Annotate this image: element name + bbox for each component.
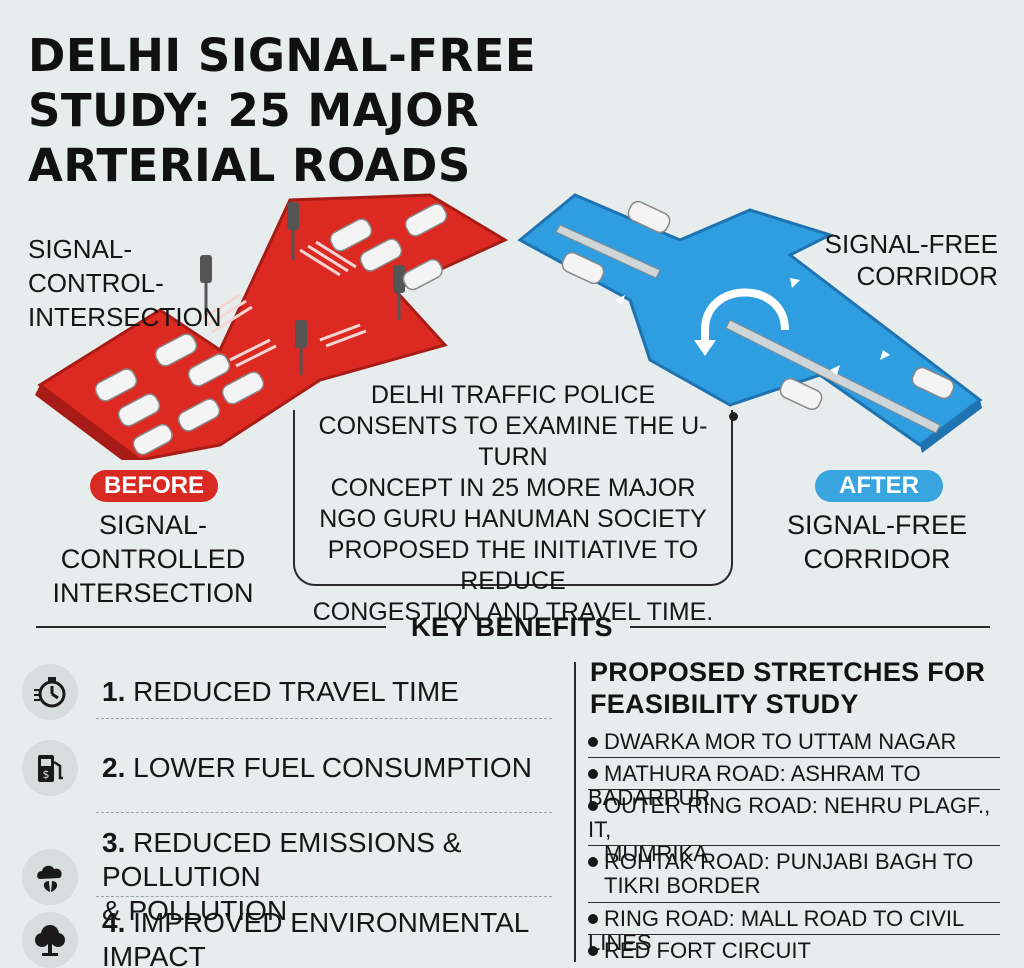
after-caption-line-1: SIGNAL-FREE <box>786 510 968 540</box>
callout-line-6: CONGESTION AND TRAVEL TIME. <box>312 598 714 626</box>
key-benefits-rule-left <box>36 626 386 628</box>
stretch-divider <box>588 757 1000 758</box>
stretch-label: OUTER RING ROAD: NEHRU PLAGF., IT, <box>588 793 991 842</box>
right-label-line-2: CORRIDOR <box>856 261 998 291</box>
traffic-light-icon <box>200 202 405 375</box>
stretch-label: ROHTAK ROAD: PUNJABI BAGH TO <box>604 849 974 874</box>
page-title: DELHI SIGNAL-FREE STUDY: 25 MAJOR ARTERI… <box>28 28 628 193</box>
signal-control-intersection-label: SIGNAL- CONTROL- INTERSECTION <box>28 232 222 334</box>
bullet-icon <box>588 914 598 924</box>
stretch-divider <box>588 845 1000 846</box>
bullet-icon <box>588 737 598 747</box>
benefit-label: LOWER FUEL CONSUMPTION <box>133 752 532 783</box>
callout-line-1: DELHI TRAFFIC POLICE <box>370 381 656 409</box>
bullet-icon <box>588 801 598 811</box>
stretches-heading-line-1: PROPOSED STRETCHES FOR <box>590 657 986 687</box>
benefit-text: 4. IMPROVED ENVIRONMENTAL IMPACT <box>102 906 554 968</box>
benefit-number: 4. <box>102 907 126 938</box>
benefit-number: 3. <box>102 827 126 858</box>
benefit-text: 1. REDUCED TRAVEL TIME <box>102 675 459 709</box>
key-benefits-heading: KEY BENEFITS <box>410 612 614 642</box>
callout-line-3: CONCEPT IN 25 MORE MAJOR <box>330 474 696 502</box>
before-caption-line-1: SIGNAL-CONTROLLED <box>60 510 246 574</box>
stretch-item: RED FORT CIRCUIT <box>588 939 1000 963</box>
stretch-label: RED FORT CIRCUIT <box>604 938 811 963</box>
stretch-label-continued: TIKRI BORDER <box>604 873 761 898</box>
callout-line-5: PROPOSED THE INITIATIVE TO REDUCE <box>327 536 699 595</box>
signal-free-corridor-label: SIGNAL-FREE CORRIDOR <box>825 228 998 292</box>
section-divider <box>574 662 576 962</box>
right-label-line-1: SIGNAL-FREE <box>824 229 998 259</box>
stretch-divider <box>588 789 1000 790</box>
left-label-line-2: CONTROL- <box>28 268 164 298</box>
title-line-2: STUDY: 25 MAJOR <box>28 84 480 137</box>
benefit-number: 1. <box>102 676 126 707</box>
benefit-item: 4. IMPROVED ENVIRONMENTAL IMPACT <box>22 906 554 968</box>
signal-free-corridor-illustration <box>517 193 983 453</box>
benefit-label: IMPROVED ENVIRONMENTAL IMPACT <box>102 907 529 968</box>
fuel-pump-icon: $ <box>22 740 78 796</box>
stopwatch-icon <box>22 664 78 720</box>
before-caption-line-2: INTERSECTION <box>52 578 254 608</box>
before-caption: SIGNAL-CONTROLLED INTERSECTION <box>18 508 288 610</box>
stretch-label: DWARKA MOR TO UTTAM NAGAR <box>604 729 957 754</box>
bullet-icon <box>588 857 598 867</box>
benefit-label: REDUCED EMISSIONS & POLLUTION <box>102 827 462 892</box>
benefit-divider <box>96 896 552 897</box>
callout-line-4: NGO GURU HANUMAN SOCIETY <box>319 505 707 533</box>
left-label-line-3: INTERSECTION <box>28 302 222 332</box>
benefit-item: $ 2. LOWER FUEL CONSUMPTION <box>22 740 554 796</box>
left-label-line-1: SIGNAL- <box>28 234 133 264</box>
stretch-divider <box>588 902 1000 903</box>
benefit-divider <box>96 812 552 813</box>
benefit-text: 2. LOWER FUEL CONSUMPTION <box>102 751 532 785</box>
benefit-label: REDUCED TRAVEL TIME <box>133 676 459 707</box>
benefit-item: 3. REDUCED EMISSIONS & POLLUTION& POLLUT… <box>22 826 554 928</box>
stretch-label: MATHURA ROAD: ASHRAM TO BADARPUR <box>588 761 921 810</box>
signal-controlled-intersection-illustration <box>35 193 509 460</box>
bullet-icon <box>588 769 598 779</box>
callout-dot <box>729 412 738 421</box>
benefit-text: 3. REDUCED EMISSIONS & POLLUTION& POLLUT… <box>102 826 554 928</box>
after-caption-line-2: CORRIDOR <box>803 544 951 574</box>
proposed-stretches-heading: PROPOSED STRETCHES FOR FEASIBILITY STUDY <box>590 656 1010 720</box>
callout-bracket <box>293 410 733 586</box>
tree-icon <box>22 912 78 968</box>
benefit-item: 1. REDUCED TRAVEL TIME <box>22 664 554 720</box>
key-benefits-rule-right <box>630 626 990 628</box>
benefit-divider <box>96 718 552 719</box>
svg-text:$: $ <box>43 768 50 781</box>
benefit-label-continued: & POLLUTION <box>102 895 288 926</box>
callout-text: DELHI TRAFFIC POLICE CONSENTS TO EXAMINE… <box>298 380 728 628</box>
benefit-number: 2. <box>102 752 126 783</box>
title-line-1: DELHI SIGNAL-FREE <box>28 29 537 82</box>
bullet-icon <box>588 946 598 956</box>
stretch-item: MATHURA ROAD: ASHRAM TO BADARPUR <box>588 762 1000 810</box>
stretches-heading-line-2: FEASIBILITY STUDY <box>590 689 859 719</box>
stretch-divider <box>588 934 1000 935</box>
after-badge: AFTER <box>815 470 943 502</box>
leaf-cloud-icon <box>22 849 78 905</box>
before-badge: BEFORE <box>90 470 218 502</box>
stretch-item: DWARKA MOR TO UTTAM NAGAR <box>588 730 1000 754</box>
after-caption: SIGNAL-FREE CORRIDOR <box>752 508 1002 576</box>
title-line-3: ARTERIAL ROADS <box>28 139 471 192</box>
callout-line-2: CONSENTS TO EXAMINE THE U-TURN <box>318 412 708 471</box>
